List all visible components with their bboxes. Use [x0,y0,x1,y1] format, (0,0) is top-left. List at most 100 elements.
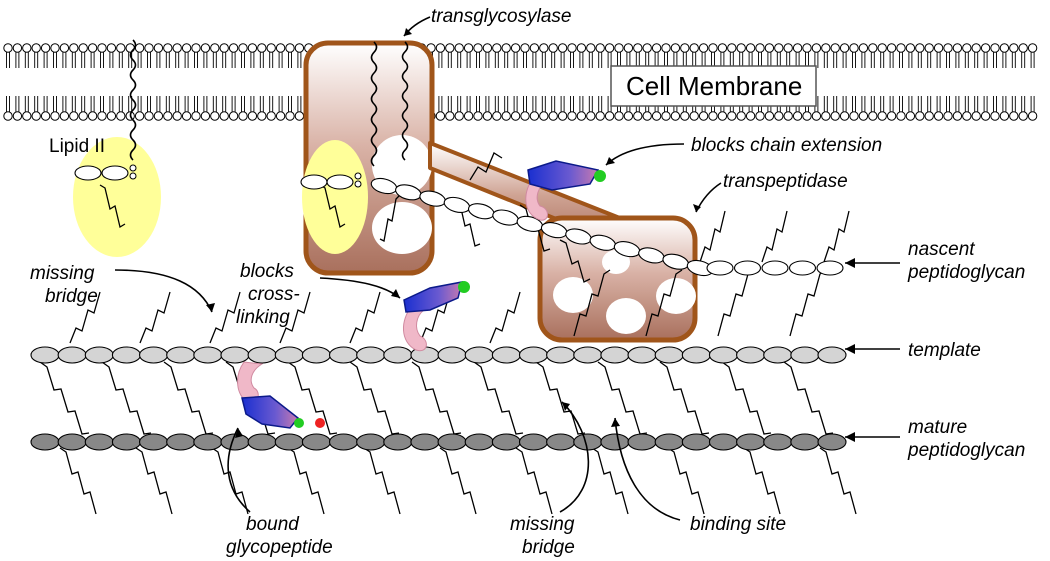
membrane-head [520,111,530,121]
membrane-tail [523,52,527,68]
mature-sugar [437,433,467,451]
membrane-tail [532,96,537,112]
membrane-head [774,111,784,121]
mature-stem-peptide [667,447,705,515]
label-lipid-ii: Lipid II [49,136,105,157]
membrane-tail [109,96,114,112]
membrane-tail [118,96,123,112]
membrane-head [40,43,51,53]
membrane-head [999,43,1010,53]
membrane-head [633,43,643,53]
membrane-head [87,43,98,53]
membrane-head [821,43,831,53]
membrane-tail [34,96,39,112]
membrane-head [238,43,248,53]
nascent-sugar [816,260,844,276]
membrane-tail [983,52,988,68]
crosslink-peptide [411,361,462,435]
lipid-ii-tails [129,39,409,188]
nascent-crosslink-peptide [573,269,611,337]
membrane-head [106,43,117,53]
nascent-sugar [733,260,762,276]
mature-sugar [193,433,223,451]
membrane-tail [598,96,603,112]
membrane-tail [184,96,189,112]
membrane-head [134,43,145,53]
lipid-ii-stem-peptide [99,184,126,229]
membrane-head [877,111,887,121]
membrane-head [604,111,615,121]
lipid-ii-stem-peptide [319,184,346,229]
membrane-tail [570,96,574,112]
template-sugar [491,346,521,364]
membrane-head [557,43,568,53]
membrane-head [275,111,286,121]
membrane-tail [532,52,537,68]
membrane-head [774,43,784,53]
membrane-head [576,111,587,121]
label-blocks-cross-line2: cross- [248,284,300,305]
membrane-tail [917,96,922,112]
membrane-head [31,111,41,121]
membrane-tail [936,52,941,68]
membrane-tail [551,52,556,68]
membrane-tail [194,52,198,68]
membrane-head [586,111,596,121]
template-sugar [328,346,359,364]
membrane-head [661,111,671,121]
mature-sugar [627,433,657,451]
membrane-head [680,111,690,121]
membrane-head [492,43,502,53]
membrane-head [839,43,850,53]
mature-sugar [84,433,114,451]
membrane-tail [165,96,170,112]
nascent-stem-peptide [699,210,726,263]
membrane-tail [100,96,104,112]
membrane-tail [1021,96,1026,112]
membrane-head [595,111,605,121]
membrane-head [247,43,258,53]
membrane-head [247,111,258,121]
label-blocks-cross-line3: linking [236,307,290,328]
membrane-head [3,43,13,53]
label-template: template [908,340,981,361]
membrane-tail [288,96,292,112]
mature-sugar [57,433,87,451]
membrane-head [689,111,699,121]
membrane-tail [833,96,838,112]
arrow-blocks-chain-extension [605,143,685,166]
membrane-head [59,43,70,53]
membrane-tail [861,52,866,68]
membrane-head [463,111,474,121]
membrane-head [689,43,699,53]
membrane-tail [100,52,104,68]
membrane-tail [541,52,546,68]
membrane-head [943,43,953,53]
membrane-head [811,111,822,121]
membrane-head [830,43,840,53]
template-sugar [464,346,494,364]
membrane-head [868,111,878,121]
template-sugar [274,346,304,364]
membrane-tail [447,96,452,112]
membrane-head [680,43,690,53]
membrane-head [200,43,211,53]
mature-sugar [111,433,141,451]
membrane-tail [861,96,866,112]
phosphate [354,172,362,180]
membrane-head [294,111,305,121]
membrane-tail [964,52,969,68]
drug-blocks-chain-extension [525,160,606,221]
membrane-head [886,111,897,121]
membrane-head [285,111,295,121]
membrane-tail [184,52,189,68]
membrane-head [501,43,511,53]
membrane-head [69,111,79,121]
mature-sugar [166,433,196,451]
template-stem-peptide [349,291,381,344]
lipid-ii-sugar [326,174,354,190]
label-blocks-chain-extension: blocks chain extension [691,135,882,156]
membrane-head [520,43,530,53]
label-nascent-line1: nascent [908,239,975,260]
nascent-stem-peptide [761,210,788,263]
